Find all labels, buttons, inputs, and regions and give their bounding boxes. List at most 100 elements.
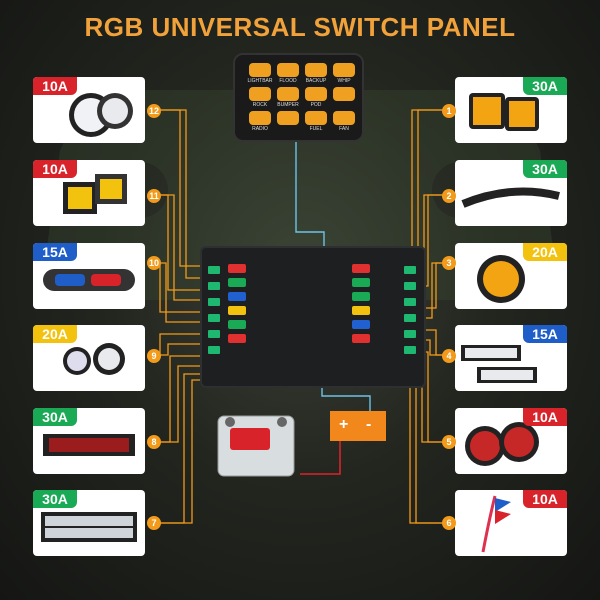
fuse bbox=[228, 292, 246, 301]
channel-number-9: 9 bbox=[147, 349, 161, 363]
channel-number-3: 3 bbox=[442, 256, 456, 270]
fuse bbox=[352, 278, 370, 287]
amp-badge: 30A bbox=[33, 490, 77, 508]
load-card-12: 10A bbox=[33, 77, 145, 143]
fuse bbox=[352, 306, 370, 315]
fuse bbox=[352, 334, 370, 343]
fuse bbox=[352, 292, 370, 301]
light-button bbox=[277, 111, 299, 125]
whip-button bbox=[333, 63, 355, 77]
channel-number-2: 2 bbox=[442, 189, 456, 203]
amp-badge: 10A bbox=[523, 490, 567, 508]
amp-badge: 15A bbox=[33, 243, 77, 261]
bumper-button bbox=[277, 87, 299, 101]
amp-badge: 30A bbox=[523, 77, 567, 95]
fuse bbox=[352, 264, 370, 273]
power-lead bbox=[300, 441, 341, 475]
amp-badge: 10A bbox=[523, 408, 567, 426]
backup-button bbox=[305, 63, 327, 77]
load-card-11: 10A bbox=[33, 160, 145, 226]
amp-badge: 20A bbox=[33, 325, 77, 343]
channel-number-7: 7 bbox=[147, 516, 161, 530]
amp-badge: 20A bbox=[523, 243, 567, 261]
amp-badge: 15A bbox=[523, 325, 567, 343]
radio-button bbox=[249, 111, 271, 125]
fuse bbox=[352, 320, 370, 329]
channel-number-1: 1 bbox=[442, 104, 456, 118]
load-card-9: 20A bbox=[33, 325, 145, 391]
pod-label: POD bbox=[310, 102, 322, 108]
channel-number-8: 8 bbox=[147, 435, 161, 449]
fuse bbox=[228, 334, 246, 343]
channel-number-4: 4 bbox=[442, 349, 456, 363]
single-row-light-bar-icon bbox=[43, 434, 135, 456]
beam-button bbox=[333, 87, 355, 101]
plus-sign: + bbox=[339, 416, 349, 433]
battery-terminal: + - bbox=[330, 411, 386, 441]
amp-badge: 10A bbox=[33, 160, 77, 178]
round-amber-light-icon bbox=[477, 255, 525, 303]
terminal-right bbox=[404, 266, 416, 274]
load-card-8: 30A bbox=[33, 408, 145, 474]
terminal-right bbox=[404, 282, 416, 290]
fuse bbox=[228, 306, 246, 315]
channel-number-11: 11 bbox=[147, 189, 161, 203]
load-card-6: 10A bbox=[455, 490, 567, 556]
rock-button bbox=[249, 87, 271, 101]
page-title: RGB UNIVERSAL SWITCH PANEL bbox=[84, 12, 516, 42]
load-card-1: 30A bbox=[455, 77, 567, 143]
red-round-light-icon bbox=[465, 422, 539, 466]
terminal-right bbox=[404, 314, 416, 322]
amp-badge: 10A bbox=[33, 77, 77, 95]
fan-label: FAN bbox=[339, 126, 349, 132]
amp-badge: 30A bbox=[523, 160, 567, 178]
fuse bbox=[228, 264, 246, 273]
switch-panel-controller: LIGHTBAR FLOOD BACKUP WHIP ROCK BUMPER P… bbox=[233, 53, 364, 142]
amp-badge: 30A bbox=[33, 408, 77, 426]
strobe-light-bar-icon bbox=[43, 269, 135, 291]
amber-cube-light-icon bbox=[63, 174, 127, 214]
curved-light-bar-icon bbox=[461, 187, 560, 208]
load-card-2: 30A bbox=[455, 160, 567, 226]
load-card-7: 30A bbox=[33, 490, 145, 556]
pod-button bbox=[305, 87, 327, 101]
terminal-right bbox=[404, 298, 416, 306]
whip-label: WHIP bbox=[337, 78, 351, 84]
terminal-left bbox=[208, 330, 220, 338]
lightbar-button bbox=[249, 63, 271, 77]
load-card-4: 15A bbox=[455, 325, 567, 391]
load-card-10: 15A bbox=[33, 243, 145, 309]
terminal-left bbox=[208, 298, 220, 306]
lightbar-label: LIGHTBAR bbox=[247, 78, 273, 84]
flood-label: FLOOD bbox=[279, 78, 297, 84]
fuel-button bbox=[305, 111, 327, 125]
fuse-relay-box bbox=[200, 246, 426, 388]
bumper-label: BUMPER bbox=[277, 102, 299, 108]
amber-pod-light-icon bbox=[469, 93, 539, 131]
channel-number-10: 10 bbox=[147, 256, 161, 270]
terminal-right bbox=[404, 346, 416, 354]
flood-button bbox=[277, 63, 299, 77]
channel-number-5: 5 bbox=[442, 435, 456, 449]
fan-button bbox=[333, 111, 355, 125]
terminal-left bbox=[208, 266, 220, 274]
channel-number-12: 12 bbox=[147, 104, 161, 118]
fuse bbox=[228, 278, 246, 287]
fuse bbox=[228, 320, 246, 329]
rock-label: ROCK bbox=[252, 102, 268, 108]
led-work-light-bar-icon bbox=[461, 345, 537, 383]
round-pod-light-icon bbox=[63, 343, 125, 375]
flag-whip-light-icon bbox=[481, 495, 511, 553]
terminal-right bbox=[404, 330, 416, 338]
circuit-breaker-icon bbox=[217, 415, 295, 477]
terminal-left bbox=[208, 314, 220, 322]
channel-number-6: 6 bbox=[442, 516, 456, 530]
minus-sign: - bbox=[366, 416, 372, 433]
terminal-left bbox=[208, 282, 220, 290]
round-work-light-icon bbox=[69, 93, 133, 137]
load-card-5: 10A bbox=[455, 408, 567, 474]
radio-label: RADIO bbox=[252, 126, 268, 132]
dual-row-light-bar-icon bbox=[41, 512, 137, 542]
terminal-left bbox=[208, 346, 220, 354]
